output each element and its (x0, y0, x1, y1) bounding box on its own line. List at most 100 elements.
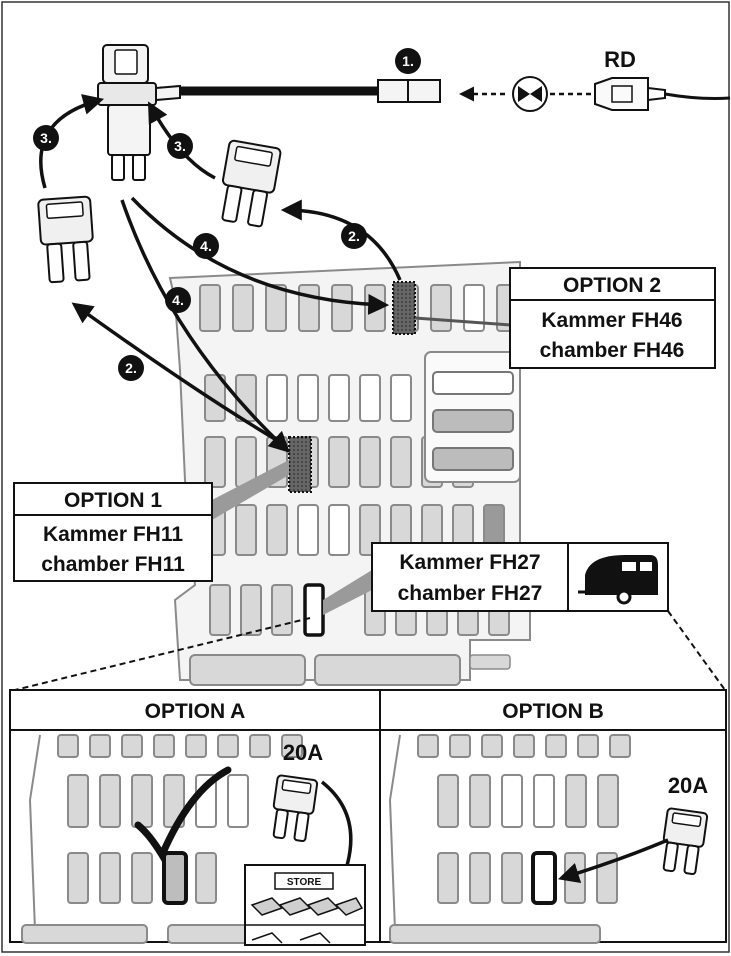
option1-callout: OPTION 1 Kammer FH11 chamber FH11 (13, 460, 289, 582)
fuse-slot (297, 504, 319, 556)
fuse-slot (501, 774, 523, 828)
fuse-slot (204, 436, 226, 488)
fuse-slot (271, 584, 293, 636)
step-badge-2: 2. (341, 223, 367, 249)
fuse-slot (545, 734, 567, 758)
fh27-callout: Kammer FH27 chamber FH27 (323, 542, 669, 615)
option-a-title: OPTION A (145, 700, 246, 723)
fuse-row-1 (204, 374, 412, 422)
fuse-slot (437, 774, 459, 828)
fh11-chamber-highlight (288, 436, 312, 493)
fuse-slot (533, 774, 555, 828)
fuse-slot (390, 374, 412, 422)
option2-title: OPTION 2 (563, 274, 661, 297)
board-block (469, 654, 511, 670)
panel-b-board (388, 734, 631, 944)
fuse-slot (227, 774, 249, 828)
fuse-slot (266, 374, 288, 422)
svg-text:4.: 4. (200, 238, 212, 254)
fuse-board (168, 260, 531, 686)
fuse-slot (359, 374, 381, 422)
svg-text:1.: 1. (402, 53, 414, 69)
arrow-to-slot (557, 838, 669, 884)
store-label: STORE (287, 877, 322, 888)
wiring (160, 76, 731, 112)
fuse-slot (249, 734, 271, 758)
panel-a-target-slot (162, 851, 188, 905)
option-a-rating: 20A (283, 740, 323, 765)
fuse-slot (564, 852, 586, 904)
relay-slot (432, 409, 514, 433)
mini-fuse (272, 774, 319, 843)
zoom-line (667, 610, 726, 691)
step-badge-3: 3. (167, 133, 193, 159)
fuse-slot (232, 284, 254, 332)
fuse-slot (359, 436, 381, 488)
connector-male (594, 77, 649, 111)
board-block (189, 654, 306, 686)
store-shelf-icon: STORE (244, 864, 366, 946)
fuse-slot (99, 774, 121, 828)
fuse-slot (281, 734, 303, 758)
fuse-slot (565, 774, 587, 828)
svg-text:4.: 4. (172, 292, 184, 308)
fuse-slot (328, 374, 350, 422)
fuse-slot (513, 734, 535, 758)
fuse-slot (298, 284, 320, 332)
fuse-slot (57, 734, 79, 758)
fuse-slot (577, 734, 599, 758)
check-icon (134, 766, 232, 863)
step-badge-1: 1. (395, 48, 421, 74)
fuse-slot (266, 504, 288, 556)
fuse-slot (209, 584, 231, 636)
fuse-slot (437, 852, 459, 904)
option2-callout: OPTION 2 Kammer FH46 chamber FH46 (414, 267, 716, 369)
fuse-slot (153, 734, 175, 758)
fuse-slot (430, 284, 452, 332)
fuse-slot (463, 284, 485, 332)
option-b-rating: 20A (668, 773, 708, 798)
fuse-slot (99, 852, 121, 904)
fuse-slot (364, 284, 386, 332)
fuse-slot (204, 374, 226, 422)
fuse-slot (185, 734, 207, 758)
mini-fuse (37, 195, 94, 284)
rd-label: RD (604, 47, 636, 72)
fuse-slot (131, 774, 153, 828)
fuse-slot (89, 734, 111, 758)
mini-fuse (662, 807, 709, 876)
zoom-line (14, 617, 311, 691)
svg-text:3.: 3. (174, 138, 186, 154)
fuse-slot (131, 852, 153, 904)
svg-text:2.: 2. (348, 228, 360, 244)
fuse-slot (195, 852, 217, 904)
fuse-slot (331, 284, 353, 332)
fuse-slot (501, 852, 523, 904)
fuse-slot (297, 374, 319, 422)
svg-text:2.: 2. (125, 360, 137, 376)
fuse-slot (67, 774, 89, 828)
fuse-tap-holder (97, 44, 181, 181)
fuse-slot (417, 734, 439, 758)
option-b-title: OPTION B (502, 700, 604, 723)
option2-line2: chamber FH46 (540, 339, 685, 362)
fuse-slot (240, 584, 262, 636)
fuse-slot (67, 852, 89, 904)
caravan-icon (578, 555, 658, 605)
fuse-slot (449, 734, 471, 758)
option2-line1: Kammer FH46 (541, 309, 682, 332)
step-badge-4: 4. (165, 287, 191, 313)
fuse-slot (328, 436, 350, 488)
option1-line1: Kammer FH11 (43, 523, 183, 546)
step-badge-3: 3. (33, 125, 59, 151)
fuse-slot (199, 284, 221, 332)
board-block (314, 654, 461, 686)
panel-a-board (21, 734, 303, 944)
fh27-line1: Kammer FH27 (399, 551, 540, 574)
fuse-slot (609, 734, 631, 758)
fuse-slot (597, 774, 619, 828)
option1-line2: chamber FH11 (41, 553, 185, 576)
fuse-slot (390, 436, 412, 488)
